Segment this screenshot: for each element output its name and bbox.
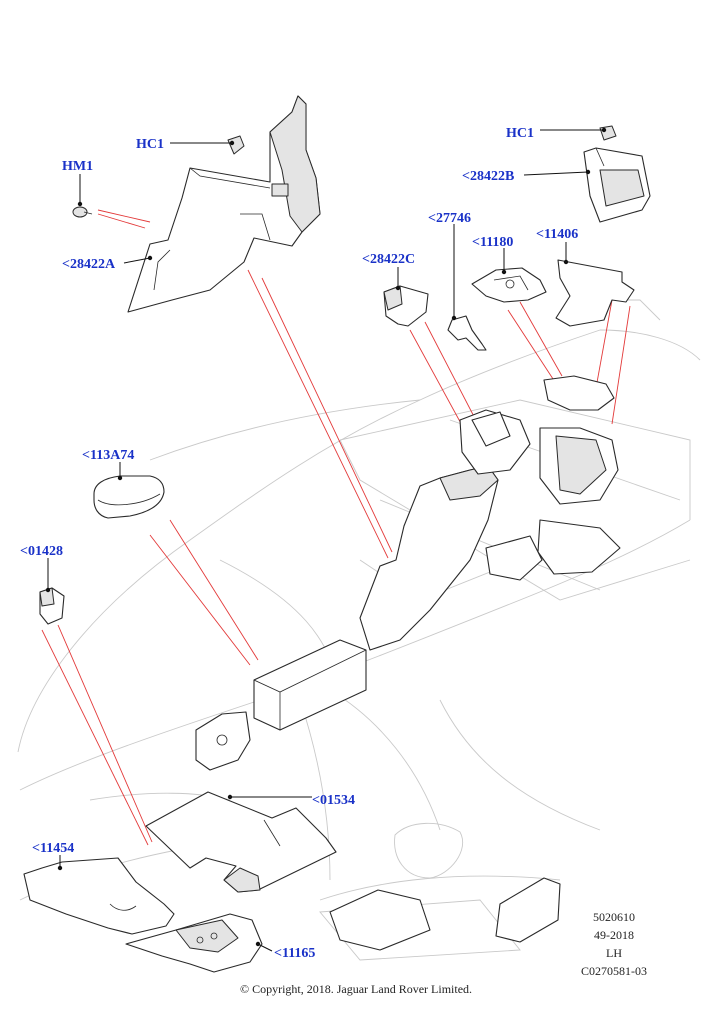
part-hc1-clip-left[interactable] — [227, 135, 245, 155]
reference-lines — [41, 209, 631, 846]
callout-113a74[interactable]: <113A74 — [82, 448, 134, 463]
reference-code: C0270581-03 — [581, 964, 647, 978]
reference-date: 49-2018 — [594, 928, 634, 942]
callout-27746[interactable]: <27746 — [428, 211, 471, 226]
part-hm1-clip[interactable] — [72, 206, 93, 218]
callout-28422a[interactable]: <28422A — [62, 257, 116, 272]
part-11454-floor-carpet[interactable] — [23, 857, 175, 935]
callout-11180[interactable]: <11180 — [472, 235, 513, 250]
callout-01534[interactable]: <01534 — [312, 793, 355, 808]
reference-side: LH — [606, 946, 622, 960]
part-11180-bracket[interactable] — [471, 267, 547, 303]
part-hc1-clip-right[interactable] — [599, 125, 617, 141]
part-11406-flat-panel[interactable] — [555, 259, 635, 327]
callout-hc1-left[interactable]: HC1 — [136, 137, 164, 152]
part-28422a-trim-panel[interactable] — [127, 95, 321, 313]
reference-number: 5020610 — [593, 910, 635, 924]
callout-28422c[interactable]: <28422C — [362, 252, 415, 267]
callout-leaders — [45, 127, 607, 952]
part-113a74-pad[interactable] — [93, 475, 165, 519]
part-28422b-trim-panel[interactable] — [583, 147, 651, 223]
installed-sill-box — [195, 639, 367, 771]
callout-01428[interactable]: <01428 — [20, 544, 63, 559]
callout-hm1[interactable]: HM1 — [62, 159, 93, 174]
part-01534-floor-mat[interactable] — [145, 791, 337, 893]
installed-rear-floor-trim — [329, 877, 561, 951]
part-01428-block[interactable] — [39, 587, 65, 625]
reference-block: 5020610 49-2018 LH C0270581-03 — [581, 910, 647, 978]
callout-hc1-right[interactable]: HC1 — [506, 126, 534, 141]
part-27746-strap[interactable] — [447, 315, 487, 351]
copyright-notice: © Copyright, 2018. Jaguar Land Rover Lim… — [240, 982, 472, 996]
callout-11406[interactable]: <11406 — [536, 227, 578, 242]
callout-11454[interactable]: <11454 — [32, 841, 74, 856]
installed-lh-trim-assembly — [359, 375, 621, 651]
callout-11165[interactable]: <11165 — [274, 946, 315, 961]
part-11165-tunnel-trim[interactable] — [125, 913, 263, 973]
callout-28422b[interactable]: <28422B — [462, 169, 514, 184]
part-28422c-trim-block[interactable] — [383, 285, 429, 327]
